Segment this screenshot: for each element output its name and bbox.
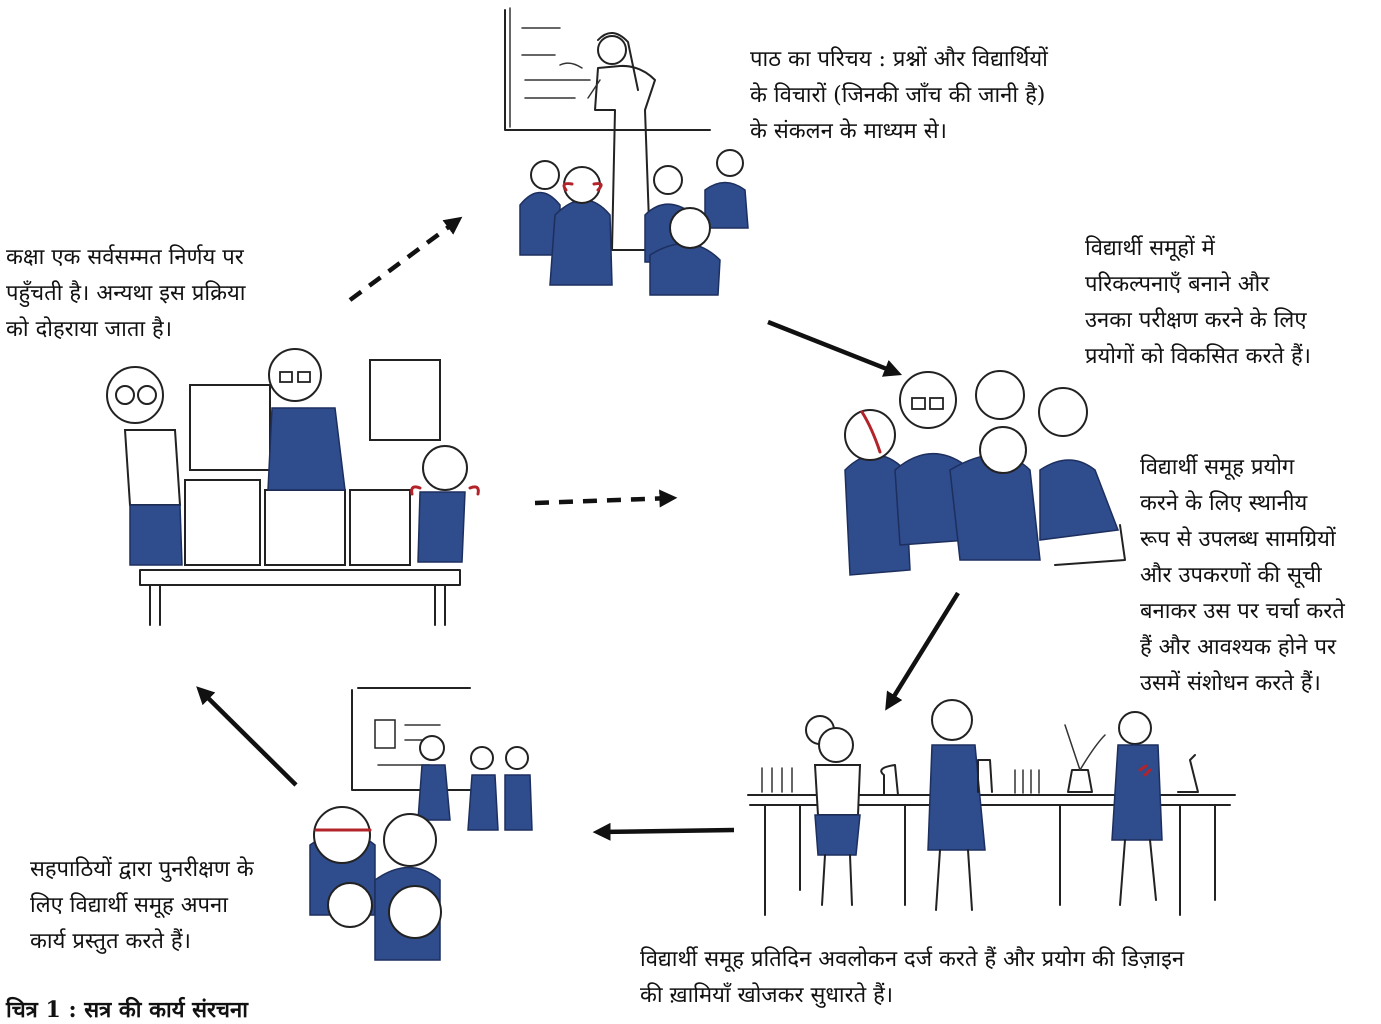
caption-observations: विद्यार्थी समूह प्रतिदिन अवलोकन दर्ज करत… [640, 947, 1185, 1008]
illustration-consensus-puzzle [106, 348, 480, 626]
caption-hypotheses: विद्यार्थी समूहों में परिकल्पनाएँ बनाने … [1085, 236, 1312, 369]
illustration-classroom-introduction [504, 7, 749, 296]
arrow-presentation-to-consensus [196, 686, 298, 787]
cycle-arrows [196, 216, 960, 841]
illustration-peer-presentation [309, 687, 533, 961]
illustration-lab-experiments [747, 699, 1236, 916]
caption-consensus: कक्षा एक सर्वसम्मत निर्णय पर पहुँचती है।… [6, 245, 246, 342]
seated-students-group [519, 149, 749, 296]
caption-introduction: पाठ का परिचय : प्रश्नों और विद्यार्थियों… [750, 47, 1048, 144]
arrow-intro-to-hypotheses [767, 319, 903, 377]
arrow-consensus-to-hypotheses [534, 489, 678, 508]
arrow-hypotheses-to-lab [885, 591, 960, 711]
figure-label: चित्र 1 : सत्र की कार्य संरचना [6, 997, 248, 1023]
caption-materials: विद्यार्थी समूह प्रयोग करने के लिए स्थान… [1140, 455, 1345, 696]
arrow-lab-to-presentation [592, 822, 735, 841]
illustration-group-discussion [844, 370, 1126, 576]
caption-peer-review: सहपाठियों द्वारा पुनरीक्षण के लिए विद्या… [30, 857, 254, 954]
arrow-consensus-to-intro [348, 216, 463, 302]
